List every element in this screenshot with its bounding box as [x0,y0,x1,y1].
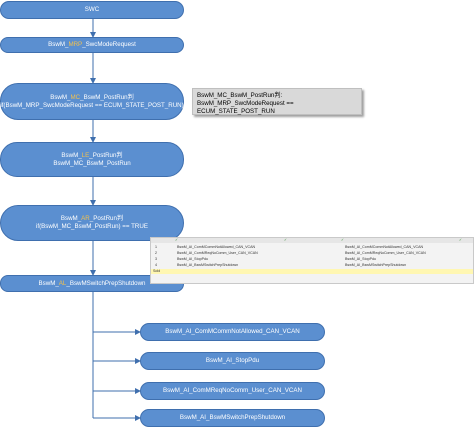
note-line-2: BswM_MRP_SwcModeRequest == ECUM_STATE_PO… [197,100,294,115]
mc-postrun-node[interactable]: BswM_MC_BswM_PostRun判 if(BswM_MRP_SwcMod… [0,83,184,120]
action-node[interactable]: BswM_AI_StopPdu [140,352,325,370]
footer-label: Sold [153,269,161,273]
table-row[interactable]: 2 BswM_AI_ComMReqNoComm_User_CAN_VCAN Bs… [151,251,473,256]
mrp-node[interactable]: BswM_MRP_SwcModeRequest [0,37,184,53]
action-list-table: ✓ ✓ ✓ ✓ 1 BswM_AI_ComMCommNotAllowed_CAN… [150,237,474,284]
row-action: BswM_AI_ComMCommNotAllowed_CAN_VCAN [177,245,256,249]
check-icon: ✓ [284,238,288,242]
check-icon: ✓ [459,238,463,242]
swc-node[interactable]: SWC [0,1,184,19]
action-label: BswM_AI_StopPdu [205,357,260,364]
mc-condition-note: BswM_MC_BswM_PostRun判: BswM_MRP_SwcModeR… [192,88,362,115]
row-number: 1 [155,245,157,249]
mrp-highlight: MRP [68,41,83,48]
table-footer-row[interactable]: Sold [151,269,473,274]
le-postrun-expression: BswM_MC_BswM_PostRun [53,159,131,167]
note-line-1: BswM_MC_BswM_PostRun判: [197,92,283,99]
row-ref: BswM_AI_ComMReqNoComm_User_CAN_VCAN [345,251,426,255]
row-number: 4 [155,263,157,267]
mc-postrun-title: BswM_MC_BswM_PostRun判 [50,93,134,101]
check-icon: ✓ [341,238,345,242]
table-row[interactable]: 4 BswM_AI_BswMSwitchPrepShutdown BswM_AI… [151,263,473,268]
row-action: BswM_AI_StopPdu [177,257,208,261]
row-number: 3 [155,257,157,261]
row-action: BswM_AI_ComMReqNoComm_User_CAN_VCAN [177,251,258,255]
le-postrun-node[interactable]: BswM_LE_PostRun判 BswM_MC_BswM_PostRun [0,142,184,177]
table-row[interactable]: 1 BswM_AI_ComMCommNotAllowed_CAN_VCAN Bs… [151,245,473,250]
table-row[interactable]: 3 BswM_AI_StopPdu BswM_AI_StopPdu [151,257,473,262]
check-icon: ✓ [175,238,179,242]
action-node[interactable]: BswM_AI_ComMReqNoComm_User_CAN_VCAN [140,382,325,400]
swc-label: SWC [84,6,100,13]
row-number: 2 [155,251,157,255]
action-label: BswM_AI_BswMSwitchPrepShutdown [179,414,286,421]
table-header-row: ✓ ✓ ✓ ✓ [151,238,473,243]
row-ref: BswM_AI_BswMSwitchPrepShutdown [345,263,407,267]
mc-postrun-condition: if(BswM_MRP_SwcModeRequest == ECUM_STATE… [0,101,184,109]
action-label: BswM_AI_ComMReqNoComm_User_CAN_VCAN [163,387,302,394]
ar-postrun-condition: if(BswM_MC_BswM_PostRun) == TRUE [36,223,148,230]
row-ref: BswM_AI_ComMCommNotAllowed_CAN_VCAN [345,245,424,249]
le-postrun-title: BswM_LE_PostRun判 [61,151,123,159]
action-node[interactable]: BswM_AI_BswMSwitchPrepShutdown [140,409,325,427]
al-switch-label: BswM_AL_BswMSwitchPrepShutdown [38,279,146,287]
row-action: BswM_AI_BswMSwitchPrepShutdown [177,263,239,267]
action-label: BswM_AI_ComMCommNotAllowed_CAN_VCAN [165,328,300,335]
ar-postrun-node[interactable]: BswM_AR_PostRun判 if(BswM_MC_BswM_PostRun… [0,205,184,241]
al-switch-node[interactable]: BswM_AL_BswMSwitchPrepShutdown [0,275,184,292]
mrp-label: BswM_MRP_SwcModeRequest [48,41,136,48]
ar-postrun-title: BswM_AR_PostRun判 [60,215,124,222]
action-node[interactable]: BswM_AI_ComMCommNotAllowed_CAN_VCAN [140,323,325,341]
row-ref: BswM_AI_StopPdu [345,257,376,261]
